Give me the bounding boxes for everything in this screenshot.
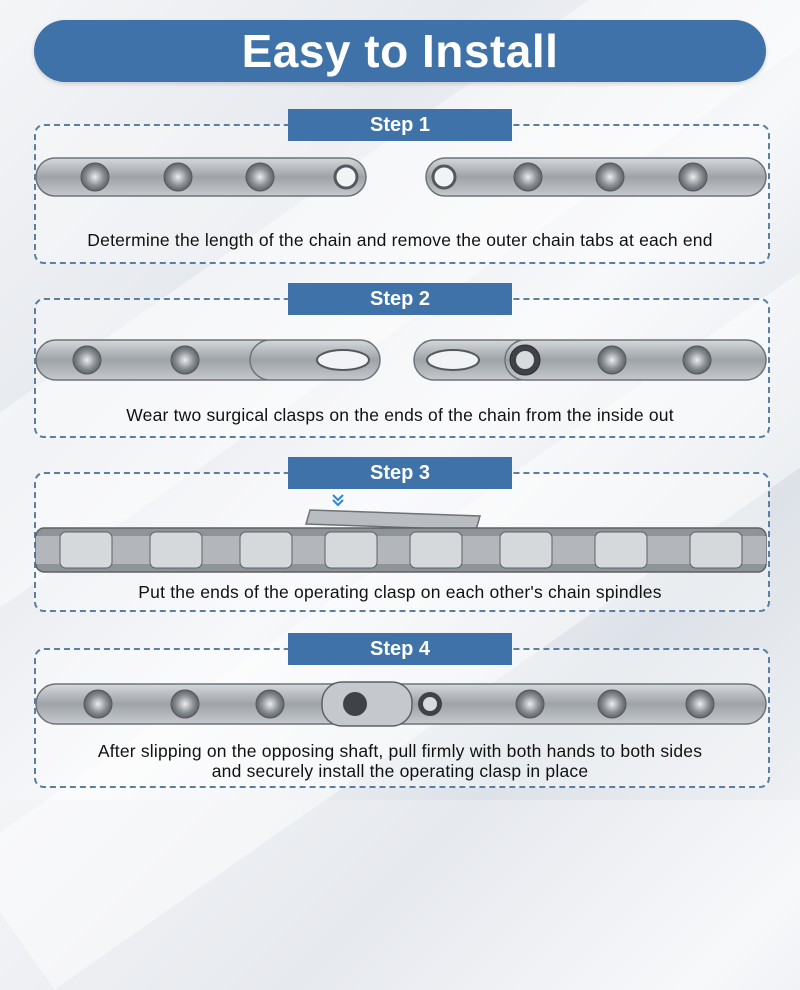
step-2-chain-image [35,339,767,381]
step-4-chain-image [35,681,767,727]
step-3-label: Step 3 [288,457,512,489]
assembled-chain [35,681,767,727]
step-1-chain-image [35,157,767,197]
step-4-caption-line-2: and securely install the operating clasp… [211,761,589,781]
chain-right-segment [425,157,767,197]
step-1-caption: Determine the length of the chain and re… [87,230,713,250]
chain-left-segment [35,339,287,381]
chain-side-view [35,527,767,573]
title-banner: Easy to Install [34,20,766,82]
step-4-caption-line-1: After slipping on the opposing shaft, pu… [97,741,703,761]
step-2-label: Step 2 [288,283,512,315]
step-4-label: Step 4 [288,633,512,665]
chain-left-segment [35,157,367,197]
step-3-caption: Put the ends of the operating clasp on e… [138,582,662,602]
operating-clasp-plate [305,509,481,531]
master-link-plate-left [249,339,381,381]
step-2-caption: Wear two surgical clasps on the ends of … [126,405,674,425]
chain-right-segment [504,339,767,381]
step-1-label: Step 1 [288,109,512,141]
guide-arrow-icon [332,494,344,507]
page-title: Easy to Install [241,25,559,77]
step-3-chain-image [35,494,767,573]
